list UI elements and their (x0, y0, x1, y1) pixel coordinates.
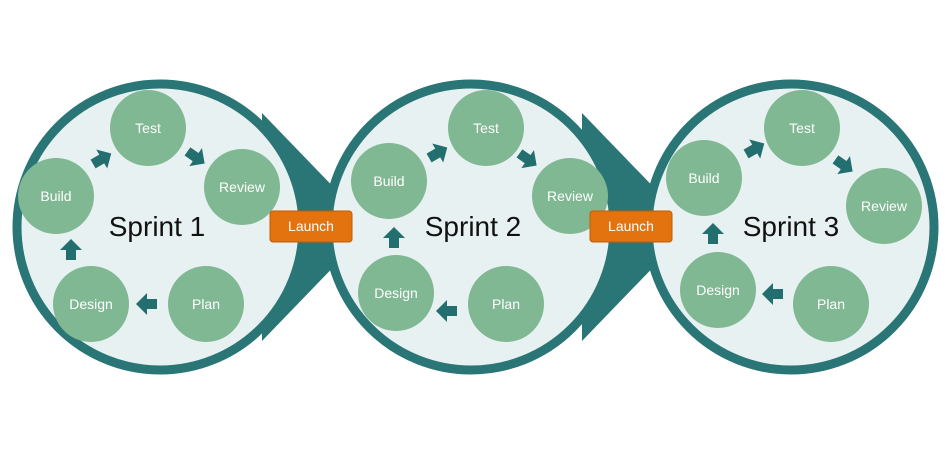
node-label: Build (40, 188, 71, 204)
node-label: Review (861, 198, 908, 214)
node-design: Design (358, 255, 434, 331)
node-label: Review (219, 179, 266, 195)
sprint-title: Sprint 1 (109, 211, 206, 242)
node-review: Review (846, 168, 922, 244)
node-build: Build (351, 143, 427, 219)
node-label: Plan (192, 296, 220, 312)
node-design: Design (53, 266, 129, 342)
sprint-1: Test Review Plan Design Build Sprint 1 (12, 79, 308, 375)
node-plan: Plan (468, 266, 544, 342)
node-label: Test (789, 120, 815, 136)
node-design: Design (680, 252, 756, 328)
node-label: Build (688, 170, 719, 186)
node-label: Plan (492, 296, 520, 312)
launch-label: Launch (288, 218, 334, 234)
sprint-title: Sprint 3 (743, 211, 840, 242)
node-review: Review (204, 149, 280, 225)
node-test: Test (110, 90, 186, 166)
node-label: Test (473, 120, 499, 136)
node-plan: Plan (168, 266, 244, 342)
node-label: Test (135, 120, 161, 136)
node-review: Review (532, 158, 608, 234)
node-test: Test (448, 90, 524, 166)
sprint-2: Test Review Plan Design Build Sprint 2 (323, 79, 619, 375)
node-build: Build (666, 140, 742, 216)
launch-badge-1: Launch (269, 210, 353, 243)
node-label: Build (373, 173, 404, 189)
sprint-3: Test Review Plan Design Build Sprint 3 (643, 79, 939, 375)
launch-label: Launch (608, 218, 654, 234)
launch-badge-2: Launch (589, 210, 673, 243)
node-plan: Plan (793, 266, 869, 342)
node-label: Design (374, 285, 418, 301)
node-build: Build (18, 158, 94, 234)
node-label: Design (696, 282, 740, 298)
node-test: Test (764, 90, 840, 166)
sprint-title: Sprint 2 (425, 211, 522, 242)
node-label: Design (69, 296, 113, 312)
node-label: Plan (817, 296, 845, 312)
node-label: Review (547, 188, 594, 204)
